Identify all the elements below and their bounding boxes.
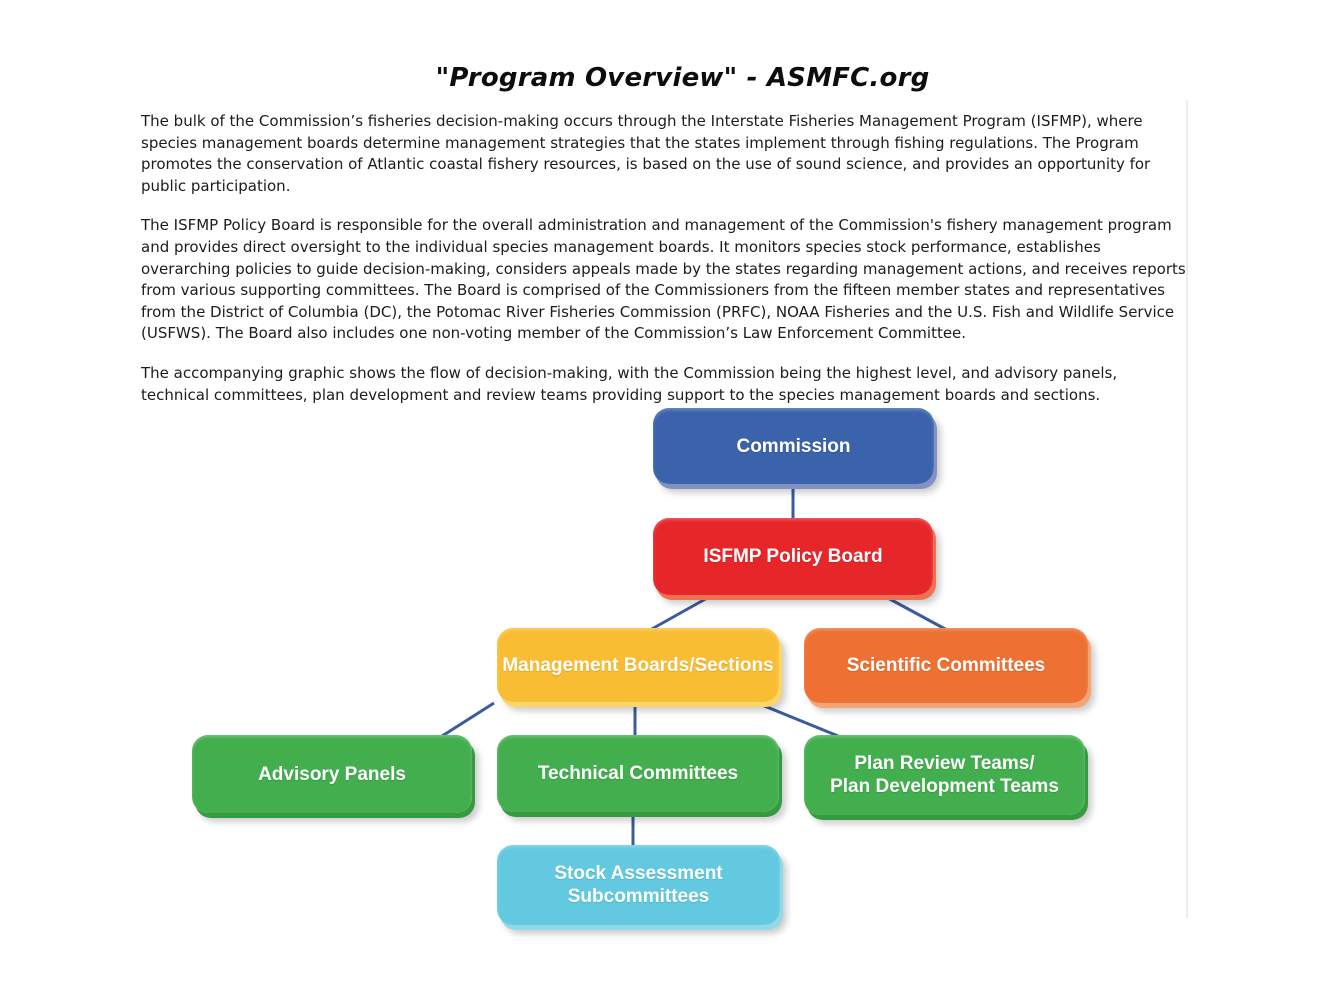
org-box-isfmp-policy-board: ISFMP Policy Board: [653, 518, 933, 595]
body-text: The bulk of the Commission’s fisheries d…: [141, 111, 1187, 424]
connector-line: [438, 701, 495, 740]
paragraph-policy-board: The ISFMP Policy Board is responsible fo…: [141, 216, 1186, 343]
page-edge-rule: [1186, 100, 1188, 918]
org-box-plan-review-development-teams: Plan Review Teams/ Plan Development Team…: [804, 735, 1085, 815]
org-box-management-boards-sections: Management Boards/Sections: [497, 628, 779, 702]
paragraph-isfmp-overview: The bulk of the Commission’s fisheries d…: [141, 112, 1151, 195]
connector-line: [649, 595, 710, 632]
org-box-advisory-panels: Advisory Panels: [192, 735, 472, 813]
connector-line: [756, 701, 844, 740]
paragraph-graphic-intro: The accompanying graphic shows the flow …: [141, 363, 1118, 404]
org-box-scientific-committees: Scientific Committees: [804, 628, 1088, 703]
page-title: "Program Overview" - ASMFC.org: [435, 63, 930, 93]
org-box-technical-committees: Technical Committees: [497, 735, 779, 812]
connector-line: [885, 595, 948, 632]
org-box-stock-assessment-subcommittees: Stock Assessment Subcommittees: [497, 845, 780, 925]
